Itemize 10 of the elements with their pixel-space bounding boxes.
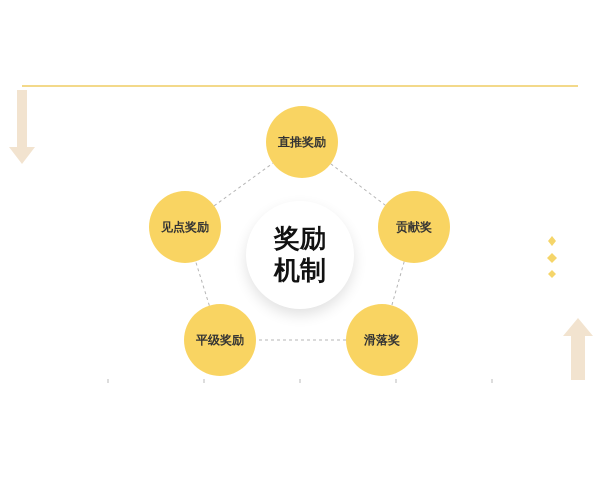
connector-line: [195, 260, 210, 306]
connector-line: [391, 261, 405, 306]
bonus-label: 平级奖励: [196, 332, 244, 348]
title-text: 奖励机制: [272, 222, 327, 288]
bonus-label: 直推奖励: [278, 134, 326, 150]
bonus-label: 贡献奖: [396, 218, 432, 236]
bonus-label: 滑落奖: [364, 332, 400, 348]
connector-line: [330, 163, 386, 206]
bonus-label: 见点奖励: [161, 218, 209, 236]
connector-line: [214, 162, 274, 206]
